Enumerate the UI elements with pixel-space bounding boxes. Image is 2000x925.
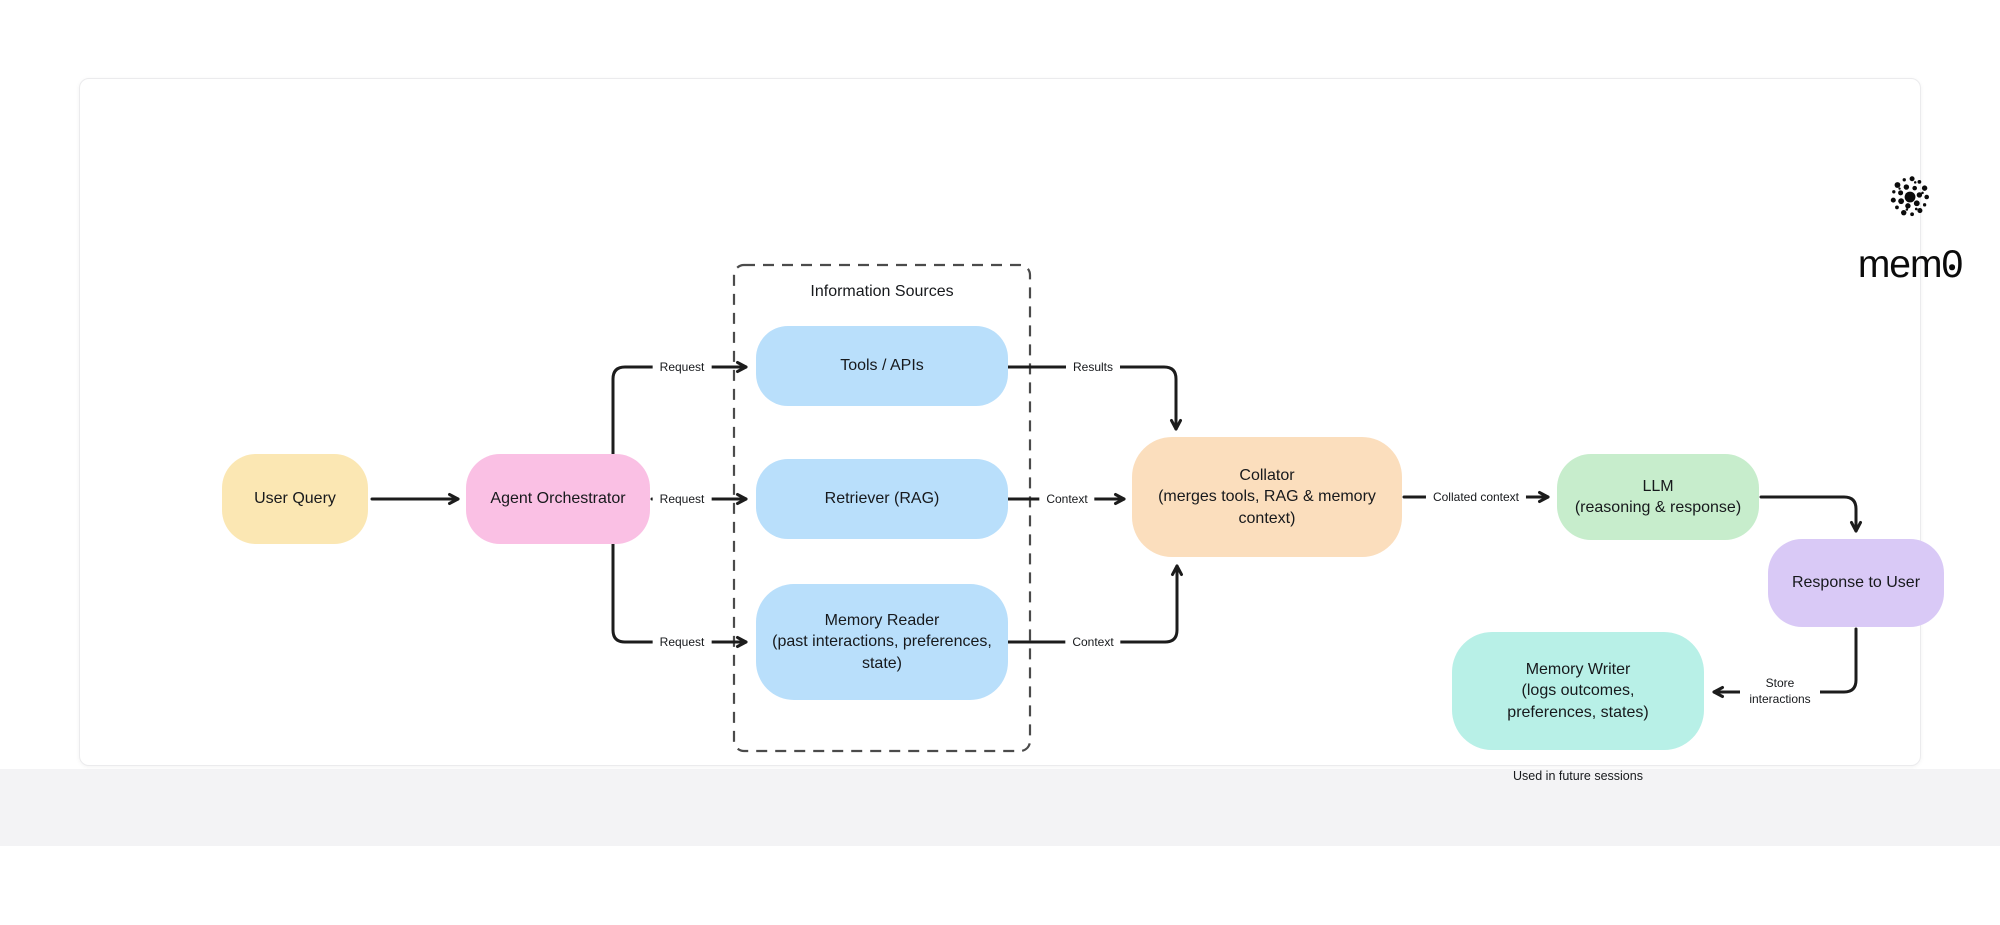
edge-label-request-retriever: Request <box>652 491 712 507</box>
node-llm-title: LLM <box>1642 477 1674 495</box>
node-collator-subtitle: (merges tools, RAG & memory context) <box>1158 488 1376 527</box>
node-retriever-rag-label: Retriever (RAG) <box>824 490 940 508</box>
node-llm-subtitle: (reasoning & response) <box>1574 499 1742 516</box>
node-response-to-user: Response to User <box>1768 539 1944 627</box>
arrow-llm-to-response <box>1759 495 1862 533</box>
edge-label-request-memory: Request <box>652 634 712 650</box>
arrow-memory-reader-to-collator <box>1006 564 1183 644</box>
arrow-orchestrator-to-memory-reader <box>611 542 748 648</box>
node-collator: Collator (merges tools, RAG & memory con… <box>1132 437 1402 557</box>
mem0-logo-text-prefix: mem <box>1857 243 1943 286</box>
edge-label-context-memory: Context <box>1065 634 1121 650</box>
note-used-in-future-sessions: Used in future sessions <box>1513 769 1643 783</box>
information-sources-title: Information Sources <box>810 283 954 300</box>
mem0-logo-text-zero: 0 <box>1941 243 1963 286</box>
node-agent-orchestrator-label: Agent Orchestrator <box>490 490 626 508</box>
node-memory-writer-subtitle: (logs outcomes, preferences, states) <box>1507 682 1649 721</box>
mem0-logo-icon <box>1890 176 1929 217</box>
page-background-strip <box>0 769 2000 846</box>
node-tools-apis: Tools / APIs <box>756 326 1008 406</box>
node-memory-reader-subtitle: (past interactions, preferences, state) <box>772 633 992 672</box>
arrow-response-to-memory-writer <box>1712 627 1858 698</box>
node-collator-title: Collator <box>1239 466 1295 484</box>
edge-label-request-tools: Request <box>652 359 712 375</box>
node-memory-writer: Memory Writer (logs outcomes, preference… <box>1452 632 1704 750</box>
node-llm: LLM (reasoning & response) <box>1557 454 1759 540</box>
node-memory-reader: Memory Reader (past interactions, prefer… <box>756 584 1008 700</box>
node-retriever-rag: Retriever (RAG) <box>756 459 1008 539</box>
mem0-logo-text: mem0 <box>1857 243 1963 287</box>
arrow-tools-to-collator <box>1006 365 1182 431</box>
information-sources-box <box>732 263 1032 753</box>
edge-label-store-interactions: Store interactions <box>1740 673 1820 709</box>
node-user-query-label: User Query <box>254 490 336 508</box>
arrow-orchestrator-to-tools <box>611 361 748 456</box>
edge-label-results: Results <box>1065 359 1121 375</box>
node-tools-apis-label: Tools / APIs <box>840 357 924 375</box>
node-response-to-user-label: Response to User <box>1791 574 1921 592</box>
edge-label-context-retriever: Context <box>1039 491 1095 507</box>
node-memory-writer-title: Memory Writer <box>1525 660 1631 678</box>
diagram-canvas: Information Sources User Query Agent Orc… <box>79 78 1963 783</box>
node-agent-orchestrator: Agent Orchestrator <box>466 454 650 544</box>
edge-label-collated-context: Collated context <box>1425 489 1527 505</box>
node-memory-reader-title: Memory Reader <box>824 611 940 629</box>
node-user-query: User Query <box>222 454 368 544</box>
